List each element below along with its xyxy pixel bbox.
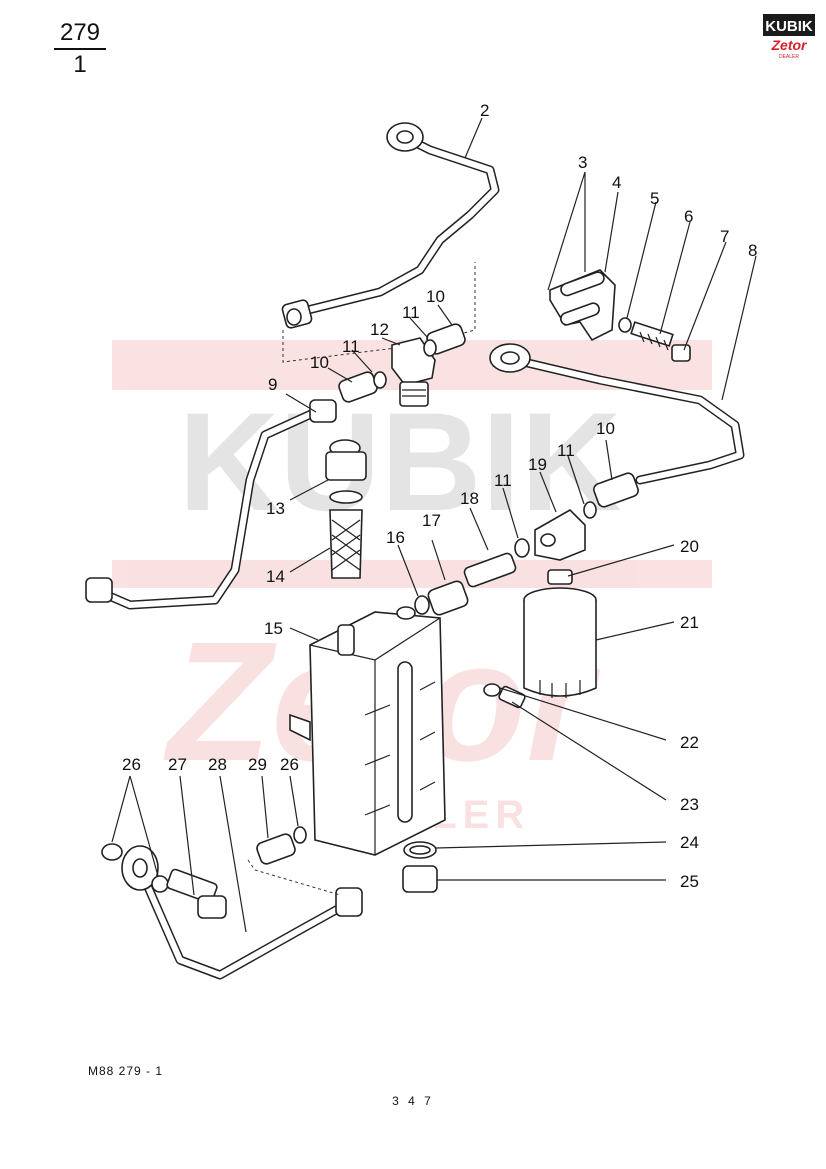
pipe-8 — [489, 343, 745, 485]
callout-4: 4 — [612, 173, 621, 192]
callout-10-right: 10 — [596, 419, 615, 438]
drawing-code: M88 279 - 1 — [88, 1064, 164, 1078]
callout-23: 23 — [680, 795, 699, 814]
callout-22: 22 — [680, 733, 699, 752]
callout-20: 20 — [680, 537, 699, 556]
callout-8: 8 — [748, 241, 757, 260]
callout-26-right: 26 — [280, 755, 299, 774]
callout-2: 2 — [480, 101, 489, 120]
banjo-12 — [338, 323, 466, 407]
callout-14: 14 — [266, 567, 285, 586]
bracket-3-4 — [549, 269, 616, 342]
page-numerator: 279 — [59, 19, 101, 46]
callout-26-left: 26 — [122, 755, 141, 774]
callout-10-left: 10 — [310, 353, 329, 372]
callout-5: 5 — [650, 189, 659, 208]
bolt-assembly-5-6-7 — [618, 317, 691, 362]
leader-lines — [111, 117, 757, 933]
fitting-29-26 — [256, 826, 307, 865]
bolt-22-23 — [483, 683, 526, 709]
drain-plug-24-25 — [402, 841, 438, 893]
logo-sub-text: DEALER — [779, 54, 799, 60]
callout-18: 18 — [460, 489, 479, 508]
banjo-bolt-27 — [101, 843, 227, 919]
tank-15 — [289, 606, 446, 856]
page-number-fraction: 279 1 — [54, 20, 106, 78]
callout-11-mid: 11 — [494, 471, 512, 490]
callout-11-right: 11 — [557, 441, 575, 460]
callout-19: 19 — [528, 455, 547, 474]
watermark-band-mid — [112, 560, 712, 588]
fraction-bar — [54, 48, 106, 50]
logo-top-band — [763, 14, 815, 36]
page-number: 3 4 7 — [392, 1094, 434, 1108]
callout-29: 29 — [248, 755, 267, 774]
callout-11-upper: 11 — [402, 303, 420, 322]
callout-21: 21 — [680, 613, 699, 632]
callout-10-upper: 10 — [426, 287, 445, 306]
callout-12: 12 — [370, 320, 389, 339]
kubik-zetor-logo: KUBIK Zetor DEALER — [763, 14, 815, 60]
logo-top-text: KUBIK — [765, 18, 813, 35]
callout-9: 9 — [268, 375, 277, 394]
callout-28: 28 — [208, 755, 227, 774]
pipe-9 — [85, 399, 337, 610]
callout-11-left: 11 — [342, 337, 360, 356]
callout-7: 7 — [720, 227, 729, 246]
filter-cartridge-21 — [523, 569, 597, 698]
callout-15: 15 — [264, 619, 283, 638]
logo-bottom-text: Zetor — [771, 37, 809, 53]
callout-24: 24 — [680, 833, 699, 852]
strainer-13-14 — [325, 439, 367, 579]
callout-3: 3 — [578, 153, 587, 172]
callout-13: 13 — [266, 499, 285, 518]
callout-27: 27 — [168, 755, 187, 774]
callout-17: 17 — [422, 511, 441, 530]
callout-numbers: 2 3 4 5 6 7 8 10 11 12 10 11 9 13 14 15 … — [122, 101, 757, 891]
callout-16: 16 — [386, 528, 405, 547]
fittings-16-19 — [414, 472, 639, 616]
pipe-28 — [121, 845, 363, 980]
callout-25: 25 — [680, 872, 699, 891]
page-denominator: 1 — [73, 51, 87, 78]
callout-6: 6 — [684, 207, 693, 226]
pipe-2 — [281, 122, 500, 329]
